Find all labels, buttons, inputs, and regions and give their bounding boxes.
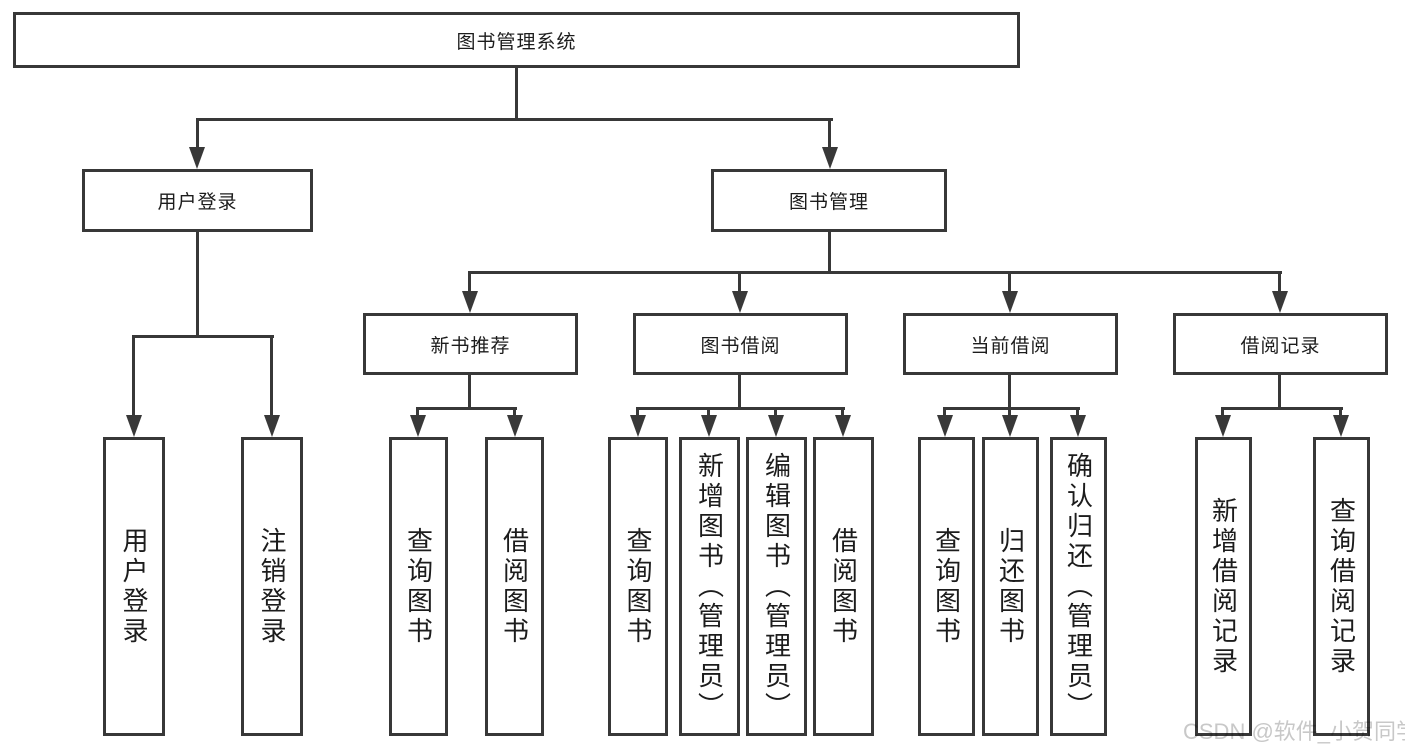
leaf-query-books: 查询图书	[389, 437, 448, 736]
connector-user-login-rail	[132, 335, 274, 338]
connector-drop-section	[468, 273, 471, 291]
node-user-login: 用户登录	[82, 169, 313, 232]
node-label: 图书管理	[788, 192, 869, 213]
node-label: 借阅记录	[1240, 335, 1321, 357]
connector-book-management-rail	[468, 271, 1282, 274]
arrowhead-down-icon	[768, 415, 784, 437]
arrowhead-down-icon	[701, 415, 717, 437]
connector-section-stem	[738, 375, 741, 408]
node-label: 图书借阅	[700, 335, 781, 357]
leaf-return-books: 归还图书	[982, 437, 1039, 736]
node-book-management: 图书管理	[711, 169, 947, 232]
node-label: 查询图书	[403, 526, 434, 647]
connector-drop-leaf	[1339, 409, 1342, 415]
connector-drop-leaf	[636, 409, 639, 415]
arrowhead-down-icon	[732, 291, 748, 313]
connector-drop-leaf	[707, 409, 710, 415]
connector-root-stem	[515, 68, 518, 119]
node-borrowing-records: 借阅记录	[1173, 313, 1388, 375]
leaf-logout: 注销登录	[241, 437, 303, 736]
leaf-borrow-books: 借阅图书	[813, 437, 874, 736]
arrowhead-down-icon	[1333, 415, 1349, 437]
connector-section-rail	[636, 407, 845, 410]
node-new-book-recommendation: 新书推荐	[363, 313, 578, 375]
connector-drop-user-login	[196, 120, 199, 149]
connector-drop-section	[1278, 273, 1281, 291]
leaf-query-books: 查询图书	[918, 437, 975, 736]
connector-drop-leaf	[943, 409, 946, 415]
node-label: 新书推荐	[430, 335, 511, 357]
connector-section-stem	[1008, 375, 1011, 408]
connector-drop-leaf	[1076, 409, 1079, 415]
arrowhead-down-icon	[630, 415, 646, 437]
leaf-add-borrow-record: 新增借阅记录	[1195, 437, 1252, 736]
node-label: 查询图书	[623, 526, 653, 647]
connector-drop-section	[1008, 273, 1011, 291]
connector-drop-leaf	[1221, 409, 1224, 415]
connector-section-stem	[1278, 375, 1281, 408]
connector-drop-leaf	[841, 409, 844, 415]
node-label: 图书管理系统	[456, 31, 577, 53]
connector-root-rail	[196, 118, 833, 121]
connector-drop-leaf	[416, 409, 419, 415]
node-current-borrowing: 当前借阅	[903, 313, 1118, 375]
leaf-query-borrow-record: 查询借阅记录	[1313, 437, 1370, 736]
node-label: 归还图书	[995, 526, 1026, 647]
node-library-management-system: 图书管理系统	[13, 12, 1020, 68]
leaf-borrow-books: 借阅图书	[485, 437, 544, 736]
connector-section-rail	[943, 407, 1080, 410]
arrowhead-down-icon	[937, 415, 953, 437]
leaf-edit-books-admin: 编辑图书（管理员）	[746, 437, 807, 736]
connector-drop-leaf	[270, 337, 273, 415]
arrowhead-down-icon	[410, 415, 426, 437]
connector-section-stem	[468, 375, 471, 408]
connector-drop-section	[738, 273, 741, 291]
connector-drop-leaf	[513, 409, 516, 415]
node-label: 新增借阅记录	[1208, 496, 1239, 677]
leaf-add-books-admin: 新增图书（管理员）	[679, 437, 740, 736]
arrowhead-down-icon	[835, 415, 851, 437]
csdn-watermark: CSDN @软件_小贺同学	[1183, 719, 1405, 744]
node-label: 新增图书（管理员）	[694, 451, 725, 722]
connector-book-management-stem	[828, 232, 831, 273]
arrowhead-down-icon	[1002, 291, 1018, 313]
connector-user-login-stem	[196, 232, 199, 337]
node-label: 当前借阅	[970, 335, 1051, 357]
node-label: 查询借阅记录	[1326, 496, 1357, 677]
arrowhead-down-icon	[1002, 415, 1018, 437]
arrowhead-down-icon	[1272, 291, 1288, 313]
leaf-user-login: 用户登录	[103, 437, 165, 736]
node-label: 用户登录	[119, 526, 149, 647]
node-label: 借阅图书	[828, 526, 859, 647]
arrowhead-down-icon	[822, 147, 838, 169]
node-label: 注销登录	[257, 526, 287, 647]
connector-drop-leaf	[1008, 409, 1011, 415]
connector-section-rail	[1221, 407, 1343, 410]
node-label: 编辑图书（管理员）	[761, 451, 792, 722]
arrowhead-down-icon	[1070, 415, 1086, 437]
node-book-borrowing: 图书借阅	[633, 313, 848, 375]
arrowhead-down-icon	[264, 415, 280, 437]
connector-drop-book-management	[828, 120, 831, 149]
node-label: 借阅图书	[499, 526, 530, 647]
connector-drop-leaf	[774, 409, 777, 415]
leaf-query-books: 查询图书	[608, 437, 668, 736]
arrowhead-down-icon	[507, 415, 523, 437]
arrowhead-down-icon	[462, 291, 478, 313]
connector-section-rail	[416, 407, 517, 410]
node-label: 查询图书	[931, 526, 962, 647]
arrowhead-down-icon	[126, 415, 142, 437]
node-label: 用户登录	[157, 192, 238, 213]
node-label: 确认归还（管理员）	[1063, 451, 1094, 722]
arrowhead-down-icon	[189, 147, 205, 169]
arrowhead-down-icon	[1215, 415, 1231, 437]
connector-drop-leaf	[132, 337, 135, 415]
leaf-confirm-return-admin: 确认归还（管理员）	[1050, 437, 1107, 736]
